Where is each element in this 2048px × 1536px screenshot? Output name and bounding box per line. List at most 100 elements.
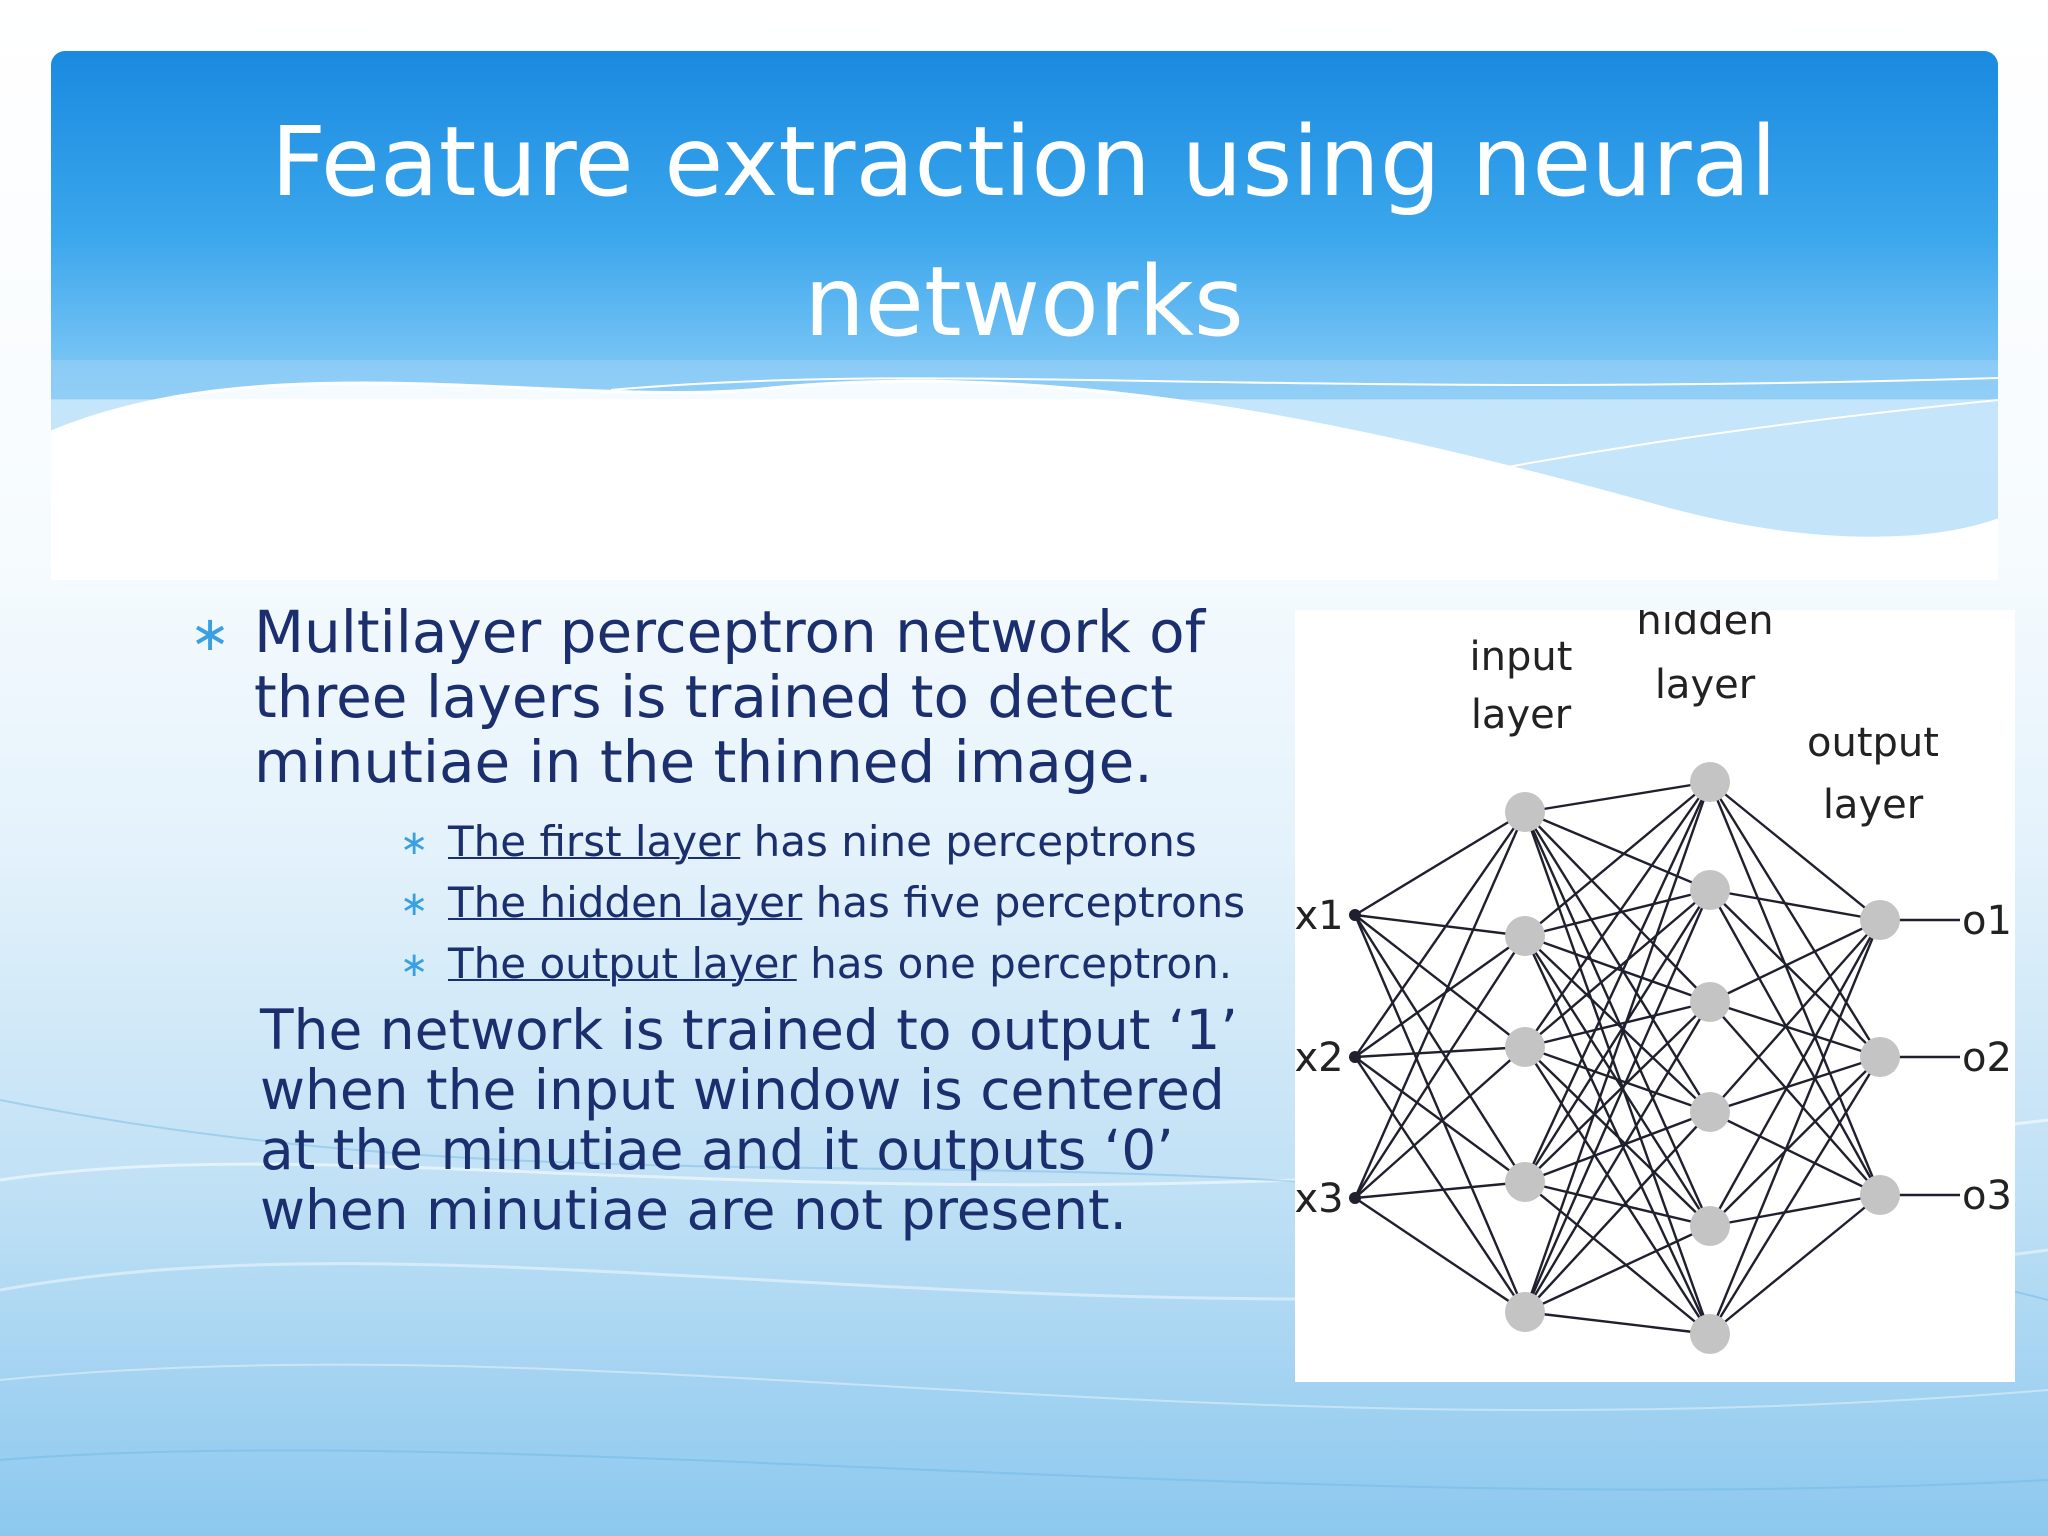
network-edge bbox=[1354, 1045, 1526, 1059]
network-edge bbox=[1523, 935, 1712, 1227]
network-edge bbox=[1524, 780, 1711, 814]
hidden-layer-label: layer bbox=[1655, 662, 1756, 708]
output-variable-label: o3 bbox=[1962, 1173, 2012, 1219]
output-layer-node bbox=[1860, 1175, 1900, 1215]
network-edge bbox=[1354, 1197, 1526, 1313]
network-edge bbox=[1523, 811, 1712, 1227]
sub-bullet-text: has nine perceptrons bbox=[740, 817, 1197, 866]
network-edge bbox=[1354, 1180, 1526, 1200]
network-edge bbox=[1354, 1056, 1526, 1183]
hidden-layer-node bbox=[1690, 1206, 1730, 1246]
network-edge bbox=[1523, 1001, 1712, 1313]
header-band bbox=[51, 51, 1998, 400]
network-edge bbox=[1524, 1181, 1711, 1335]
network-edge bbox=[1523, 889, 1712, 1183]
sub-bullet-output-layer: ∗ The output layer has one perceptron. bbox=[190, 939, 1265, 988]
neural-network-diagram: x1x2x3o1o2o3inputlayerhiddenlayeroutputl… bbox=[1295, 610, 2012, 1354]
network-edge bbox=[1523, 811, 1712, 1113]
output-layer-label: output bbox=[1807, 720, 1939, 766]
link-hidden-layer[interactable]: The hidden layer bbox=[448, 878, 803, 927]
main-bullet: ∗ Multilayer perceptron network of three… bbox=[190, 600, 1265, 795]
network-edge bbox=[1709, 1194, 1881, 1335]
input-variable-label: x3 bbox=[1295, 1176, 1344, 1222]
bullet-icon: ∗ bbox=[400, 884, 429, 924]
network-edge bbox=[1709, 781, 1881, 921]
network-edge bbox=[1353, 935, 1527, 1199]
network-edge bbox=[1524, 1111, 1711, 1313]
input-variable-label: x1 bbox=[1295, 893, 1344, 939]
slide-content: ∗ Multilayer perceptron network of three… bbox=[190, 600, 1265, 1241]
network-edge bbox=[1354, 1046, 1526, 1199]
bullet-icon: ∗ bbox=[190, 606, 231, 662]
input-node bbox=[1349, 909, 1361, 921]
output-layer-node bbox=[1860, 900, 1900, 940]
input-layer-node bbox=[1505, 1162, 1545, 1202]
network-edge bbox=[1524, 1180, 1711, 1228]
link-output-layer[interactable]: The output layer bbox=[448, 939, 797, 988]
input-layer-label: layer bbox=[1471, 692, 1572, 738]
network-edge bbox=[1523, 811, 1712, 1335]
slide-title: Feature extraction using neural networks bbox=[270, 106, 1778, 358]
input-layer-label: input bbox=[1470, 634, 1573, 680]
output-layer-label: layer bbox=[1823, 782, 1924, 828]
input-layer-node bbox=[1505, 1027, 1545, 1067]
network-edge bbox=[1354, 811, 1526, 1058]
network-edge bbox=[1524, 889, 1711, 1048]
output-variable-label: o1 bbox=[1962, 898, 2012, 944]
hidden-layer-node bbox=[1690, 1092, 1730, 1132]
output-layer-node bbox=[1860, 1037, 1900, 1077]
network-edge bbox=[1523, 781, 1712, 1183]
network-edge bbox=[1523, 1046, 1712, 1335]
network-edge bbox=[1524, 811, 1711, 1003]
sub-bullet-hidden-layer: ∗ The hidden layer has five perceptrons bbox=[190, 878, 1265, 927]
network-edge bbox=[1708, 889, 1882, 1196]
sub-bullet-text: has five perceptrons bbox=[802, 878, 1246, 927]
network-edge bbox=[1708, 781, 1882, 1058]
hidden-layer-node bbox=[1690, 982, 1730, 1022]
output-variable-label: o2 bbox=[1962, 1035, 2012, 1081]
hidden-layer-node bbox=[1690, 870, 1730, 910]
hidden-layer-node bbox=[1690, 1314, 1730, 1354]
paragraph-line: when the input window is centered bbox=[260, 1058, 1225, 1122]
network-edge bbox=[1353, 811, 1527, 1199]
paragraph-line: when minutiae are not present. bbox=[260, 1178, 1128, 1242]
network-edge bbox=[1524, 781, 1711, 1048]
network-edge bbox=[1354, 935, 1526, 1058]
network-labels: x1x2x3o1o2o3inputlayerhiddenlayeroutputl… bbox=[1295, 610, 2012, 1222]
network-edge bbox=[1709, 918, 1881, 1004]
network-edge bbox=[1709, 1056, 1881, 1227]
network-edge bbox=[1709, 1110, 1881, 1197]
sub-bullet-first-layer: ∗ The first layer has nine perceptrons bbox=[190, 817, 1265, 866]
paragraph-line: The network is trained to output ‘1’ bbox=[260, 998, 1238, 1062]
paragraph-line: at the minutiae and it outputs ‘0’ bbox=[260, 1118, 1174, 1182]
sub-bullet-list: ∗ The first layer has nine perceptrons ∗… bbox=[190, 817, 1265, 988]
network-edge bbox=[1709, 1193, 1881, 1228]
sub-bullet-text: has one perceptron. bbox=[796, 939, 1233, 988]
hidden-layer-label: hidden bbox=[1636, 610, 1773, 644]
main-bullet-text: Multilayer perceptron network of three l… bbox=[254, 598, 1206, 796]
input-layer-node bbox=[1505, 1292, 1545, 1332]
network-edge bbox=[1523, 889, 1712, 1313]
network-edge bbox=[1524, 810, 1711, 892]
network-edge bbox=[1524, 1045, 1711, 1114]
network-edge bbox=[1524, 1046, 1711, 1227]
network-edge bbox=[1354, 914, 1526, 1048]
input-layer-node bbox=[1505, 792, 1545, 832]
link-first-layer[interactable]: The first layer bbox=[448, 817, 741, 866]
network-edge bbox=[1709, 1000, 1881, 1059]
network-edge bbox=[1709, 889, 1881, 1058]
network-edge bbox=[1524, 1001, 1711, 1183]
input-layer-node bbox=[1505, 916, 1545, 956]
network-nodes bbox=[1349, 762, 1900, 1354]
network-edge bbox=[1524, 781, 1711, 937]
network-edge bbox=[1708, 919, 1882, 1335]
input-node bbox=[1349, 1051, 1361, 1063]
network-edge bbox=[1709, 1001, 1881, 1196]
network-edge bbox=[1523, 781, 1712, 1313]
network-edge bbox=[1353, 914, 1527, 1313]
network-edge bbox=[1708, 919, 1882, 1227]
network-edge bbox=[1354, 1056, 1526, 1313]
network-edge bbox=[1353, 914, 1527, 1183]
explanation-paragraph: The network is trained to output ‘1’ whe… bbox=[190, 1000, 1265, 1240]
network-edge bbox=[1524, 1000, 1711, 1049]
